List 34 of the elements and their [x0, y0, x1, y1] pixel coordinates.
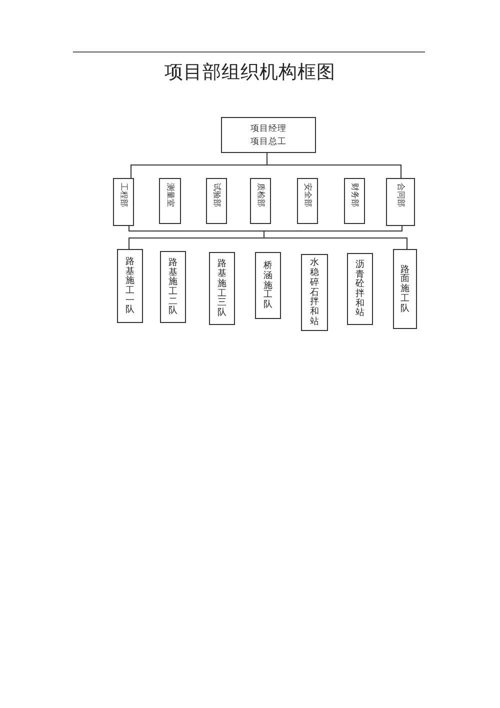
team-box [255, 252, 281, 319]
department-label: 工程部 [120, 183, 128, 207]
department-box [250, 178, 271, 224]
diagram-title: 项目部组织机构框图 [164, 63, 336, 83]
department-label: 质检部 [256, 183, 264, 207]
team-box [209, 252, 235, 325]
role-label: 项目经理 [250, 124, 286, 134]
department-box [206, 178, 227, 224]
team-box [393, 249, 417, 329]
team-label: 桥涵施工队 [264, 261, 272, 310]
team-label: 路基施工三队 [218, 259, 226, 318]
department-box [113, 178, 134, 226]
role-label: 项目总工 [250, 136, 286, 146]
department-label: 安全部 [304, 183, 312, 207]
department-box [297, 178, 318, 224]
team-label: 路面施工队 [400, 264, 410, 314]
department-label: 合同部 [396, 183, 404, 207]
team-box [301, 254, 328, 331]
connector-line [264, 226, 408, 250]
manager-box [221, 117, 316, 153]
team-label: 水稳碎石拌和站 [310, 258, 319, 327]
team-label: 路基施工二队 [168, 258, 178, 316]
department-box [386, 178, 415, 226]
team-label: 路基施工一队 [126, 256, 134, 316]
department-box [159, 178, 181, 224]
team-box [117, 249, 143, 323]
team-label: 沥青砼拌和站 [356, 260, 364, 318]
connector-line [266, 152, 402, 178]
team-box [347, 253, 373, 325]
team-box [160, 251, 186, 323]
department-box [344, 178, 365, 224]
department-label: 试验部 [212, 183, 220, 207]
department-label: 财务部 [350, 183, 358, 207]
department-label: 测量室 [166, 183, 174, 207]
